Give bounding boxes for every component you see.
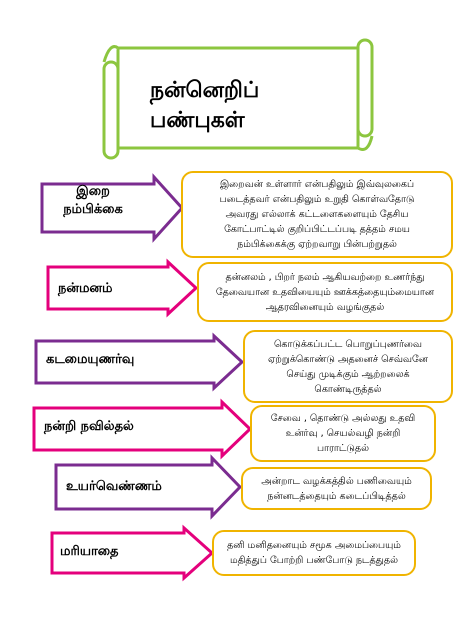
arrow-shape-row-5 (54, 454, 243, 520)
arrow-label-row-2: நன்மனம் (58, 274, 158, 304)
arrow-shape-row-1 (40, 173, 185, 243)
title-line-2: பண்புகள் (150, 108, 245, 133)
arrow-group (32, 173, 253, 582)
arrow-shape-row-2 (46, 258, 199, 318)
label-line: மரியாதை (60, 544, 119, 559)
arrow-shape-row-6 (50, 524, 215, 582)
desc-line: தனி மனிதனையும் சமூக அமைப்பையும் (227, 540, 401, 551)
title-scroll (102, 38, 374, 160)
label-line: நன்மனம் (58, 281, 113, 296)
desc-line: கொடுக்கப்பட்ட பொறுப்புணர்வை (274, 338, 422, 350)
arrow-label-row-4: நன்றி நவில்தல் (44, 412, 194, 442)
desc-line: நம்பிக்கைக்கு ஏற்றவாறு பின்பற்றுதல் (237, 239, 397, 250)
desc-line: சேவை , தொண்டு அல்லது உதவி (270, 413, 416, 424)
desc-line: நன்னடத்தையும் கடைப்பிடித்தல் (267, 490, 406, 502)
desc-line: தேவையான உதவியையும் ஊக்கத்தையும்மையான (215, 286, 435, 298)
arrow-label-row-3: கடமையுணர்வு (46, 345, 176, 375)
label-line: நன்றி நவில்தல் (44, 419, 134, 434)
arrow-shape-row-3 (34, 332, 245, 392)
arrow-label-row-5: உயர்வெண்ணம் (66, 472, 196, 502)
description-box-row-3: கொடுக்கப்பட்ட பொறுப்புணர்வை ஏற்றுக்கொண்ட… (243, 330, 453, 403)
arrow-label-row-1: இறை நம்பிக்கை (52, 176, 134, 226)
desc-line: ஏற்றுக்கொண்டு அதனைச் செவ்வனே (268, 353, 428, 365)
desc-line: கோட்பாட்டில் குறிப்பிட்டப்படி தத்தம் சமய (224, 224, 410, 235)
description-box-row-4: சேவை , தொண்டு அல்லது உதவி உன்ர்வு , செயல… (250, 405, 436, 462)
desc-line: தன்னலம் , பிறர் நலம் ஆகியவற்றை உணர்ந்து (225, 271, 425, 283)
desc-line: பாராட்டுதல் (316, 443, 369, 454)
arrow-shape-row-4 (32, 398, 253, 460)
label-line: இறை (76, 184, 110, 199)
desc-line: செய்து முடிக்கும் ஆற்றலைக் (286, 368, 410, 380)
description-box-row-5: அன்றாட வழக்கத்தில் பணிவையும் நன்னடத்தையு… (241, 467, 432, 510)
desc-line: இறைவன் உள்ளார் என்பதிலும் இவ்வுலகைப் (219, 179, 415, 190)
label-line: கடமையுணர்வு (46, 352, 135, 367)
desc-line: மதித்துப் போற்றி பண்போடு நடத்துதல் (230, 555, 398, 566)
desc-line: படைத்தவர் என்பதிலும் உறுதி கொள்வதோடு (219, 194, 415, 205)
desc-line: கொண்டிருத்தல் (314, 383, 382, 395)
label-line: உயர்வெண்ணம் (66, 479, 162, 494)
desc-line: ஆதரவினையும் வழங்குதல் (265, 301, 385, 313)
desc-line: உன்ர்வு , செயல்வழி நன்றி (285, 428, 401, 439)
description-box-row-1: இறைவன் உள்ளார் என்பதிலும் இவ்வுலகைப் படை… (181, 171, 453, 258)
title: நன்னெறிப் பண்புகள் (150, 76, 320, 136)
description-box-row-6: தனி மனிதனையும் சமூக அமைப்பையும் மதித்துப… (212, 530, 416, 576)
arrow-label-row-6: மரியாதை (60, 537, 160, 567)
desc-line: அன்றாட வழக்கத்தில் பணிவையும் (261, 475, 412, 487)
desc-line: அவரது எல்லாக் கட்டளைகளையும் தேசிய (225, 209, 409, 220)
description-box-row-2: தன்னலம் , பிறர் நலம் ஆகியவற்றை உணர்ந்து … (197, 262, 453, 322)
label-line: நம்பிக்கை (63, 202, 123, 217)
title-line-1: நன்னெறிப் (150, 78, 260, 103)
